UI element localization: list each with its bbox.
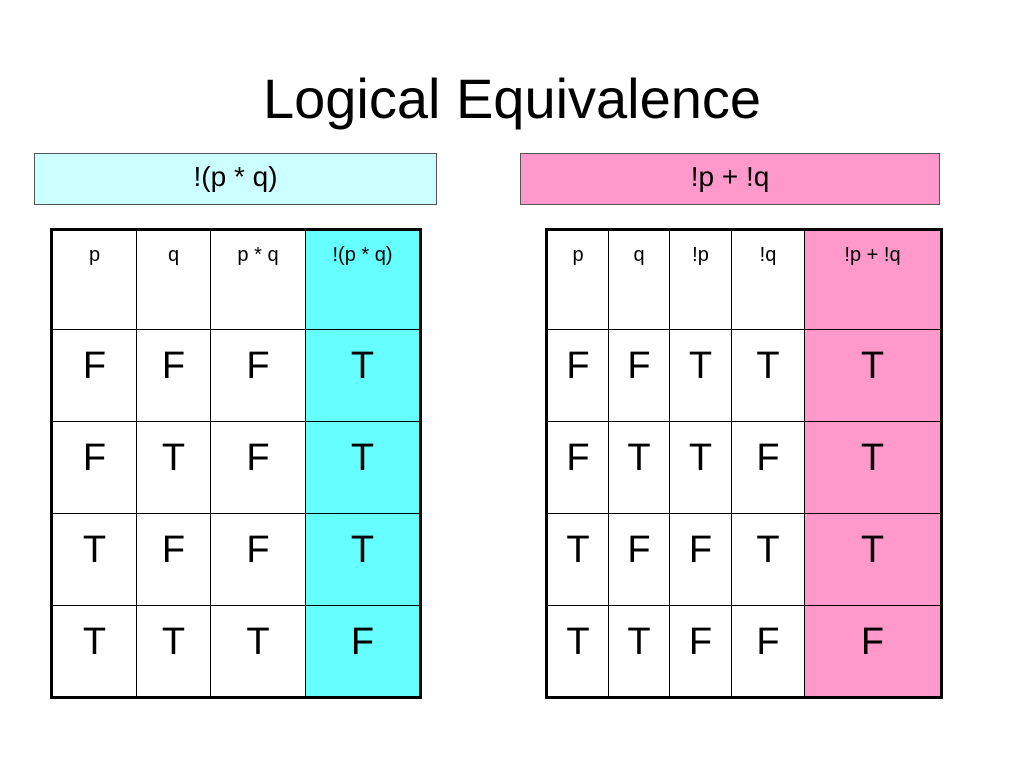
table-cell: T [669,329,732,422]
right-formula-box: !p + !q [520,153,940,205]
table-cell: F [546,421,609,514]
result-column-header: !(p * q) [305,229,421,330]
result-cell: F [305,605,421,698]
table-row: F T T F T [546,421,942,514]
column-header: p * q [210,229,306,330]
table-cell: T [546,513,609,606]
table-cell: F [136,513,211,606]
result-column-header: !p + !q [804,229,942,330]
column-header: p [51,229,137,330]
table-cell: F [210,421,306,514]
table-cell: T [136,605,211,698]
table-row: F F F T [51,329,421,422]
table-header-row: p q p * q !(p * q) [51,229,421,330]
table-cell: F [51,421,137,514]
result-cell: T [804,329,942,422]
column-header: q [608,229,670,330]
column-header: !p [669,229,732,330]
result-cell: F [804,605,942,698]
result-cell: T [305,421,421,514]
table-cell: T [608,421,670,514]
table-cell: F [731,605,805,698]
table-cell: T [51,605,137,698]
result-cell: T [305,329,421,422]
table-row: T F F T [51,513,421,606]
table-cell: F [608,513,670,606]
table-cell: F [51,329,137,422]
result-cell: T [804,513,942,606]
column-header: p [546,229,609,330]
result-cell: T [305,513,421,606]
table-cell: T [731,329,805,422]
table-cell: T [608,605,670,698]
result-cell: T [804,421,942,514]
table-cell: F [669,513,732,606]
table-cell: T [210,605,306,698]
table-row: T F F T T [546,513,942,606]
table-cell: T [731,513,805,606]
table-row: T T F F F [546,605,942,698]
table-cell: F [136,329,211,422]
table-cell: T [51,513,137,606]
slide-title: Logical Equivalence [262,67,762,130]
table-cell: T [546,605,609,698]
table-cell: F [608,329,670,422]
table-cell: F [210,513,306,606]
table-row: F T F T [51,421,421,514]
table-cell: T [136,421,211,514]
table-cell: F [731,421,805,514]
left-truth-table: p q p * q !(p * q) F F F T F T F T T F F… [50,228,422,699]
table-cell: F [546,329,609,422]
left-formula-box: !(p * q) [34,153,437,205]
right-truth-table: p q !p !q !p + !q F F T T T F T T F T T … [545,228,943,699]
table-header-row: p q !p !q !p + !q [546,229,942,330]
table-row: F F T T T [546,329,942,422]
table-cell: F [210,329,306,422]
table-row: T T T F [51,605,421,698]
table-cell: F [669,605,732,698]
table-cell: T [669,421,732,514]
column-header: q [136,229,211,330]
column-header: !q [731,229,805,330]
